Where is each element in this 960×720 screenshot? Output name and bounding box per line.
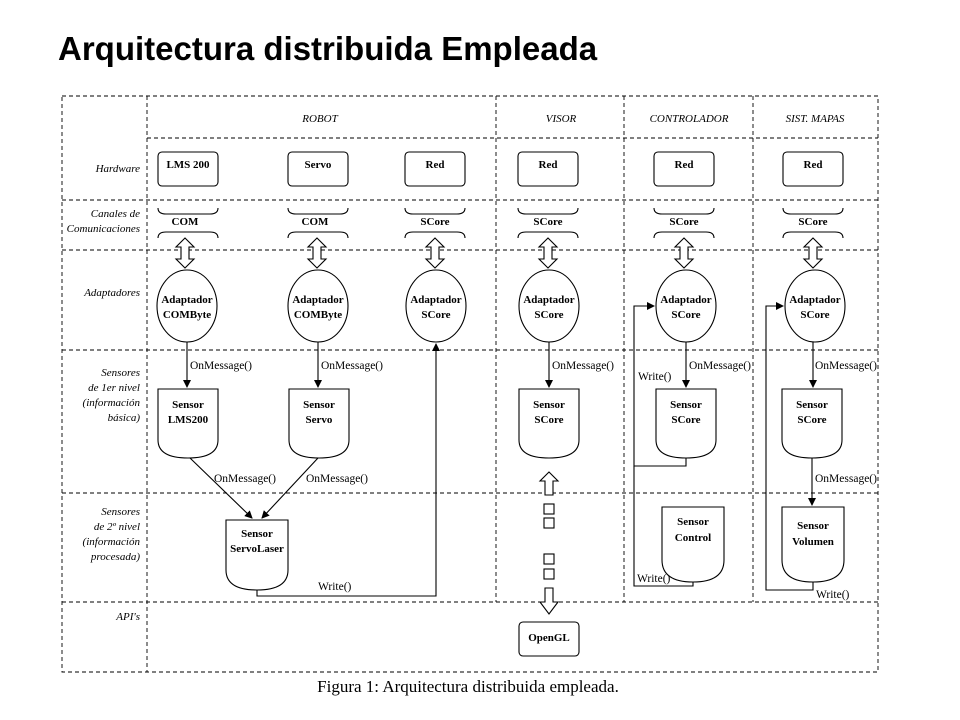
svg-text:Adaptador: Adaptador (410, 294, 461, 306)
sensor-lms200 (157, 388, 219, 459)
svg-text:OnMessage(): OnMessage() (190, 360, 252, 372)
svg-text:Write(): Write() (816, 589, 850, 601)
svg-text:Volumen: Volumen (792, 536, 834, 548)
adapter-combyte-2 (287, 269, 349, 343)
figure-caption: Figura 1: Arquitectura distribuida emple… (317, 677, 619, 696)
svg-text:COMByte: COMByte (163, 309, 211, 321)
svg-text:SCore: SCore (671, 414, 700, 426)
sensor-score-visor (518, 388, 580, 459)
svg-text:OnMessage(): OnMessage() (552, 360, 614, 372)
svg-text:SCore: SCore (534, 309, 563, 321)
svg-text:LMS200: LMS200 (168, 414, 209, 426)
svg-text:SCore: SCore (671, 309, 700, 321)
channel-braces: COM COM SCore SCore SCore SCore (157, 207, 844, 239)
svg-text:Sensor: Sensor (670, 399, 702, 411)
row-sensores-2c: (información (83, 536, 141, 548)
adapter-score-controlador (655, 269, 717, 343)
sensors-level-1: Sensor LMS200 Sensor Servo Sensor SCore … (157, 388, 843, 459)
svg-text:COMByte: COMByte (294, 309, 342, 321)
svg-text:Sensor: Sensor (797, 520, 829, 532)
row-sensores-1b: de 1er nivel (88, 382, 140, 394)
svg-text:Write(): Write() (637, 573, 671, 585)
hardware-boxes: LMS 200 Servo Red Red Red Red (157, 151, 844, 187)
svg-text:SCore: SCore (421, 309, 450, 321)
grid-lines (61, 95, 879, 673)
svg-text:OnMessage(): OnMessage() (214, 473, 276, 485)
adapter-score-mapas (784, 269, 846, 343)
svg-text:Servo: Servo (305, 159, 332, 171)
svg-text:Red: Red (804, 159, 823, 171)
row-sensores-2b: de 2º nivel (94, 521, 140, 533)
svg-text:Sensor: Sensor (303, 399, 335, 411)
sensors-level-2: Sensor ServoLaser Sensor Control Sensor … (225, 506, 845, 591)
column-visor: VISOR (546, 113, 577, 125)
svg-text:Red: Red (426, 159, 445, 171)
svg-text:LMS 200: LMS 200 (166, 159, 210, 171)
svg-text:SCore: SCore (800, 309, 829, 321)
hardware-servo (287, 151, 349, 187)
svg-text:OnMessage(): OnMessage() (815, 360, 877, 372)
adapter-score-robot (405, 269, 467, 343)
adapter-score-visor (518, 269, 580, 343)
hardware-red-controlador (653, 151, 715, 187)
svg-text:Red: Red (539, 159, 558, 171)
opengl-label: OpenGL (528, 632, 570, 644)
sensor-servo (288, 388, 350, 459)
channel-score-mapas: SCore (798, 216, 827, 228)
row-canales-2: Comunicaciones (67, 223, 140, 235)
message-arrows (183, 302, 817, 615)
row-sensores-2: Sensores (101, 506, 140, 518)
row-sensores-1d: básica) (108, 412, 141, 424)
svg-text:Adaptador: Adaptador (660, 294, 711, 306)
hardware-red-visor (517, 151, 579, 187)
row-sensores-1c: (información (83, 397, 141, 409)
column-sist-mapas: SIST. MAPAS (786, 113, 845, 125)
channel-com-2: COM (302, 216, 330, 228)
svg-text:Sensor: Sensor (677, 516, 709, 528)
message-labels: OnMessage() OnMessage() OnMessage() OnMe… (190, 360, 877, 601)
hardware-red-mapas (782, 151, 844, 187)
svg-text:OnMessage(): OnMessage() (321, 360, 383, 372)
svg-text:Sensor: Sensor (172, 399, 204, 411)
row-sensores-2d: procesada) (90, 551, 140, 563)
row-sensores-1: Sensores (101, 367, 140, 379)
svg-text:OnMessage(): OnMessage() (815, 473, 877, 485)
svg-text:SCore: SCore (534, 414, 563, 426)
row-canales: Canales de (91, 208, 140, 220)
svg-text:Adaptador: Adaptador (789, 294, 840, 306)
svg-text:Sensor: Sensor (533, 399, 565, 411)
channel-score-robot: SCore (420, 216, 449, 228)
slide-title: Arquitectura distribuida Empleada (58, 30, 598, 67)
row-adaptadores: Adaptadores (83, 287, 140, 299)
bidirectional-arrows (174, 237, 824, 269)
svg-text:Servo: Servo (306, 414, 333, 426)
svg-text:Write(): Write() (318, 581, 352, 593)
svg-text:Write(): Write() (638, 371, 672, 383)
adapter-combyte-1 (156, 269, 218, 343)
hardware-red-robot (404, 151, 466, 187)
channel-score-controlador: SCore (669, 216, 698, 228)
svg-text:ServoLaser: ServoLaser (230, 543, 284, 555)
svg-text:Sensor: Sensor (796, 399, 828, 411)
column-robot: ROBOT (301, 113, 338, 125)
svg-text:Adaptador: Adaptador (523, 294, 574, 306)
row-apis: API's (115, 611, 140, 623)
svg-text:Red: Red (675, 159, 694, 171)
column-controlador: CONTROLADOR (650, 113, 729, 125)
opengl-box (518, 621, 580, 657)
svg-text:Sensor: Sensor (241, 528, 273, 540)
hardware-lms200 (157, 151, 219, 187)
adapters: Adaptador COMByte Adaptador COMByte Adap… (156, 269, 846, 343)
svg-text:Adaptador: Adaptador (292, 294, 343, 306)
channel-com-1: COM (172, 216, 200, 228)
svg-text:Control: Control (675, 532, 711, 544)
channel-score-visor: SCore (533, 216, 562, 228)
row-hardware: Hardware (95, 163, 141, 175)
svg-text:SCore: SCore (797, 414, 826, 426)
svg-text:OnMessage(): OnMessage() (306, 473, 368, 485)
svg-text:OnMessage(): OnMessage() (689, 360, 751, 372)
svg-text:Adaptador: Adaptador (161, 294, 212, 306)
